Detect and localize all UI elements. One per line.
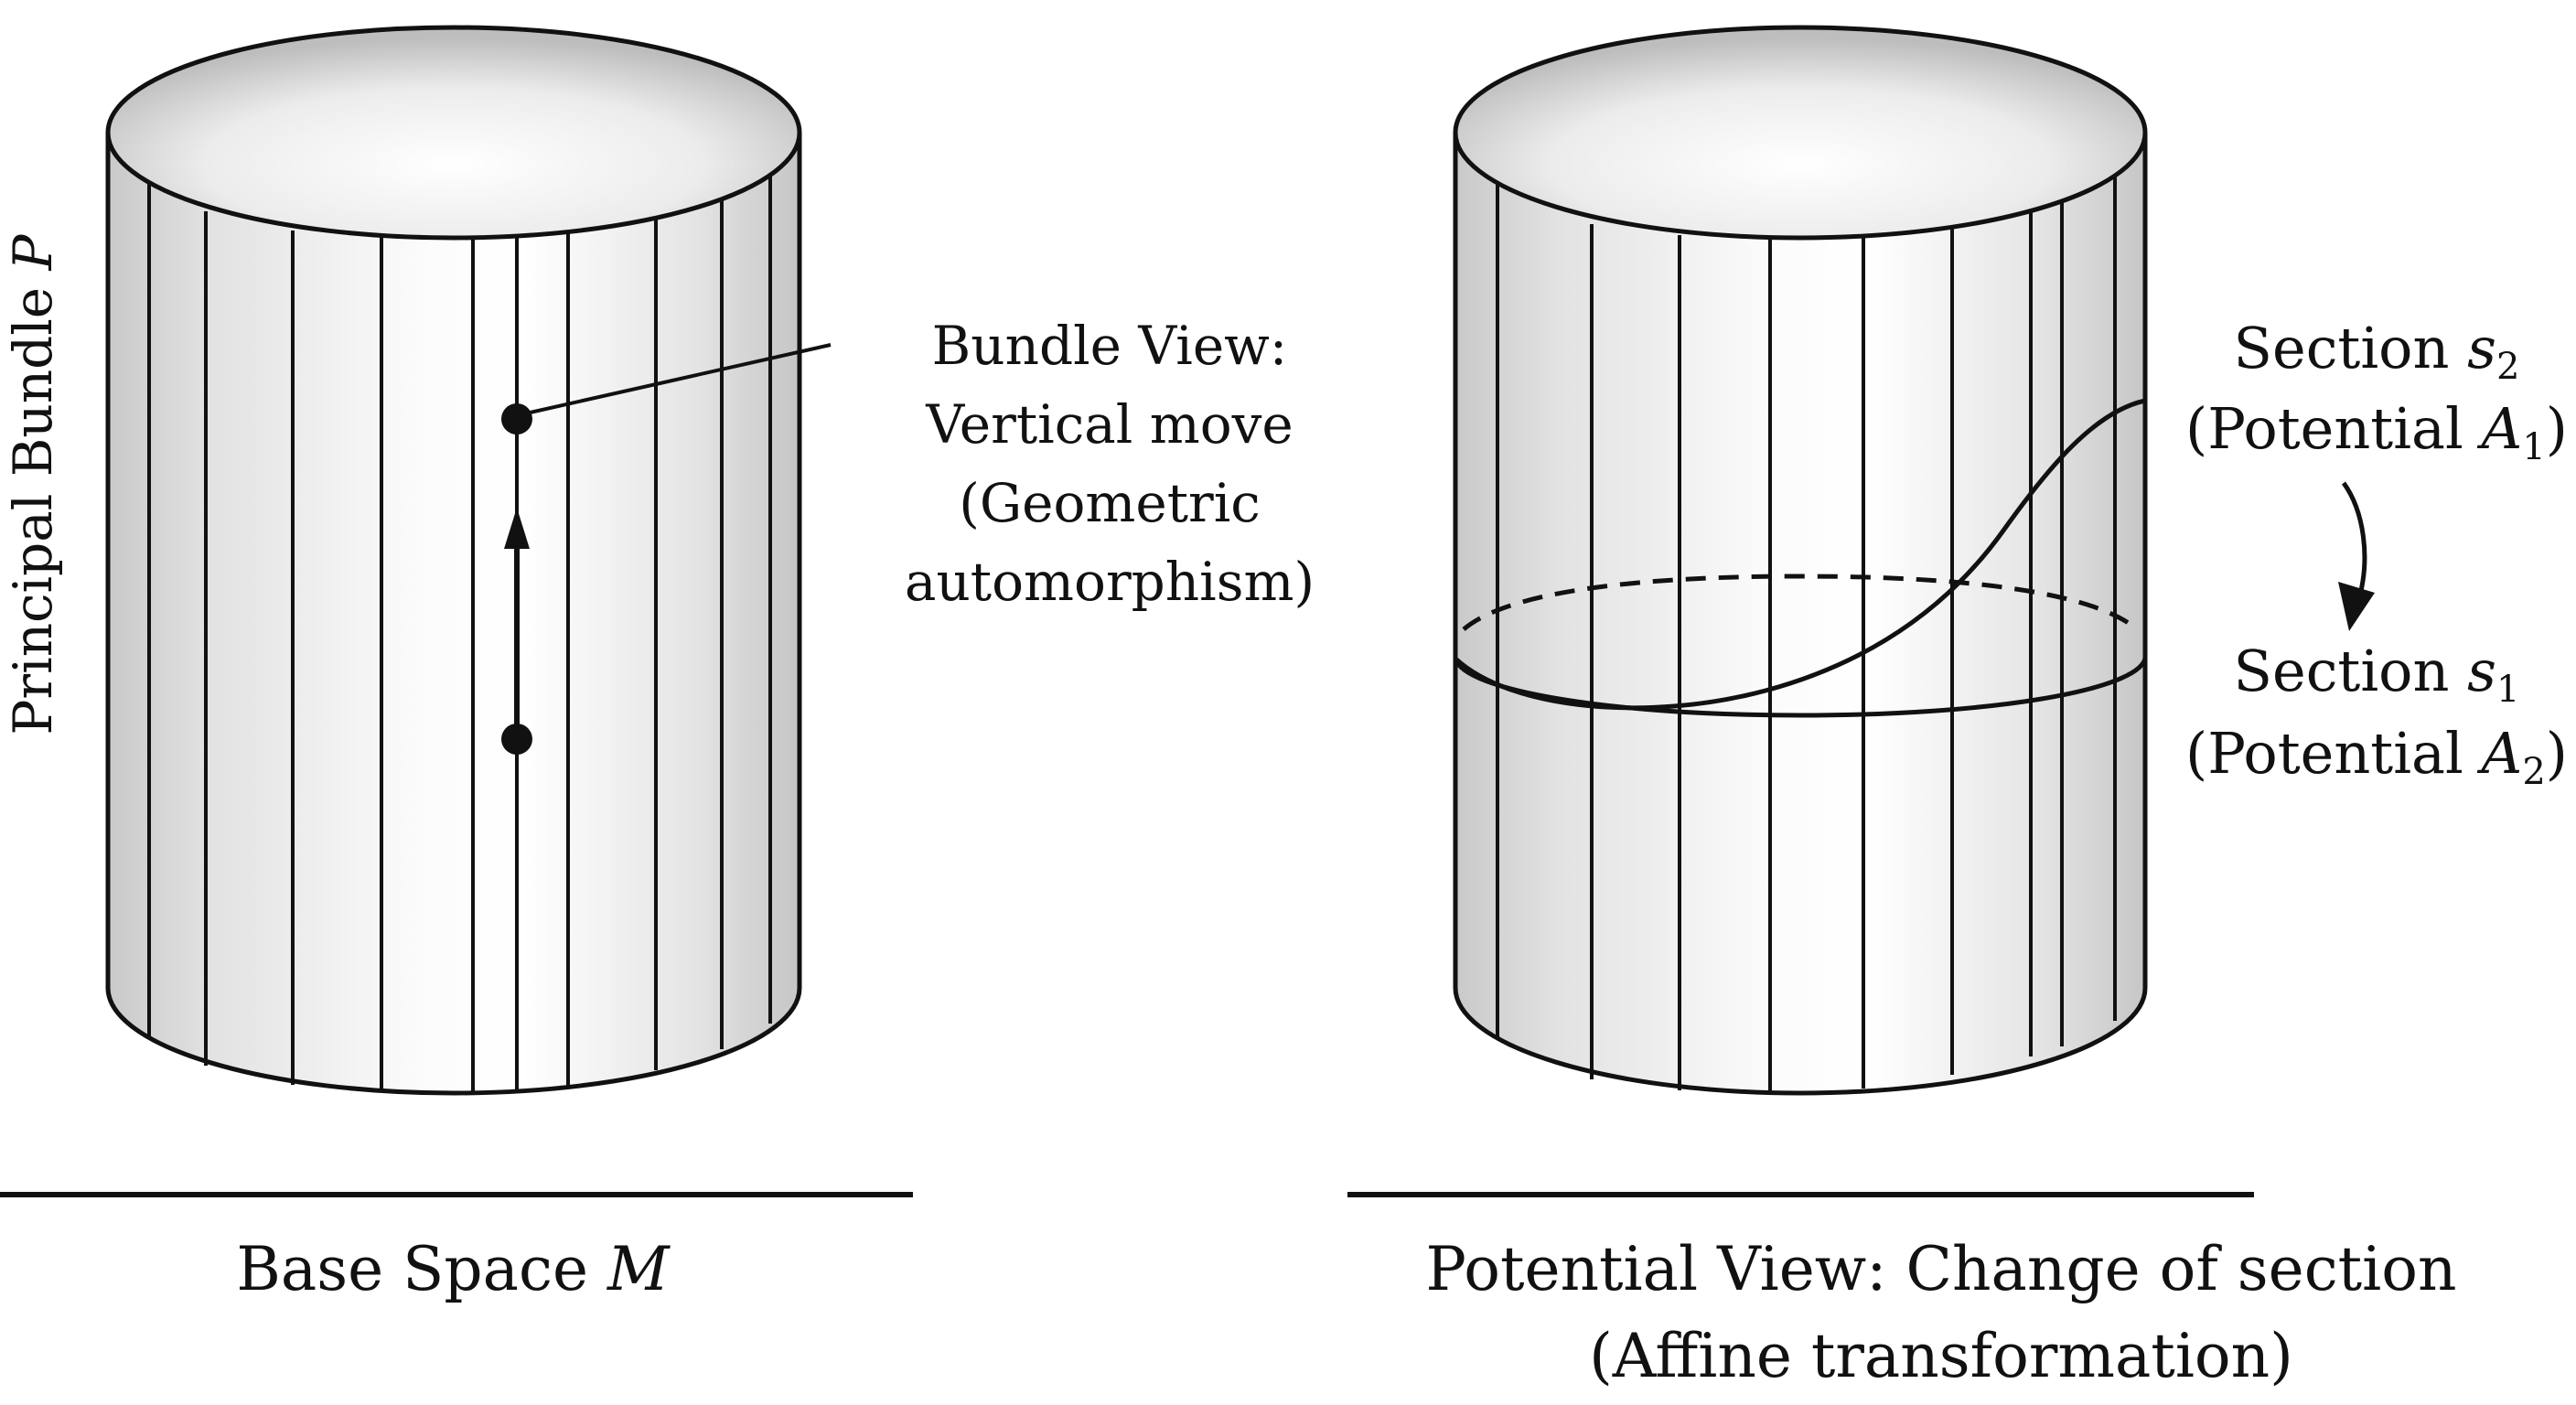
right-cylinder-bottom-rim xyxy=(1453,987,2148,1096)
section-s1-subscript: 1 xyxy=(2496,669,2519,711)
section-s2-text: Section xyxy=(2234,315,2468,381)
potential-a1-close: ) xyxy=(2546,395,2568,462)
arrowhead-up xyxy=(504,508,530,549)
section-s1-var: s xyxy=(2467,638,2496,704)
section-s2-curve xyxy=(1454,398,2146,711)
section-s1-line-1: Section s1 xyxy=(2234,638,2520,711)
section-s2-var: s xyxy=(2467,315,2496,381)
potential-a2-var: A xyxy=(2477,720,2523,787)
left-cylinder-top xyxy=(105,25,802,241)
principal-bundle-var: P xyxy=(2,233,64,271)
potential-a1-text: (Potential xyxy=(2185,395,2482,462)
potential-a2-subscript: 2 xyxy=(2522,751,2545,793)
principal-bundle-label: Principal Bundle P xyxy=(2,233,64,735)
annotation-leader-line xyxy=(525,343,832,415)
start-point xyxy=(501,724,532,755)
left-cylinder-bottom-rim xyxy=(105,987,802,1096)
potential-a2-text: (Potential xyxy=(2185,720,2482,787)
annotation-line-2: Vertical move xyxy=(925,393,1293,456)
section-s1-label: Section s1 (Potential A2) xyxy=(2185,638,2568,793)
left-cylinder-body xyxy=(108,133,800,1093)
base-space-label: Base Space M xyxy=(236,1234,671,1304)
change-of-section-arrowhead xyxy=(2338,582,2375,631)
change-of-section-arrow xyxy=(2341,481,2367,595)
principal-bundle-text: Principal Bundle xyxy=(2,270,64,735)
potential-a2-close: ) xyxy=(2546,720,2568,787)
caption-line-2: (Affine transformation) xyxy=(1589,1321,2293,1391)
section-s1-text: Section xyxy=(2234,638,2468,704)
right-cylinder-body xyxy=(1455,133,2145,1093)
right-cylinder xyxy=(1453,25,2148,1096)
base-space-var: M xyxy=(606,1234,671,1304)
annotation-line-1: Bundle View: xyxy=(932,315,1288,377)
annotation-line-4: automorphism) xyxy=(905,551,1315,613)
bundle-view-annotation: Bundle View: Vertical move (Geometric au… xyxy=(905,315,1315,613)
section-s2-subscript: 2 xyxy=(2496,346,2519,388)
section-s2-line-1: Section s2 xyxy=(2234,315,2520,388)
left-cylinder xyxy=(105,25,832,1096)
potential-view-caption: Potential View: Change of section (Affin… xyxy=(1425,1234,2456,1391)
section-s1-line-2: (Potential A2) xyxy=(2185,720,2568,793)
end-point xyxy=(501,403,532,434)
section-s2-line-2: (Potential A1) xyxy=(2185,395,2568,468)
annotation-line-3: (Geometric xyxy=(959,472,1261,534)
caption-line-1: Potential View: Change of section xyxy=(1425,1234,2456,1304)
potential-a1-subscript: 1 xyxy=(2522,426,2545,468)
potential-a1-var: A xyxy=(2477,395,2523,462)
section-s1-back-dashed xyxy=(1462,574,2139,631)
section-s2-label: Section s2 (Potential A1) xyxy=(2185,315,2568,468)
right-cylinder-top xyxy=(1453,25,2148,241)
base-space-text: Base Space xyxy=(236,1234,607,1304)
